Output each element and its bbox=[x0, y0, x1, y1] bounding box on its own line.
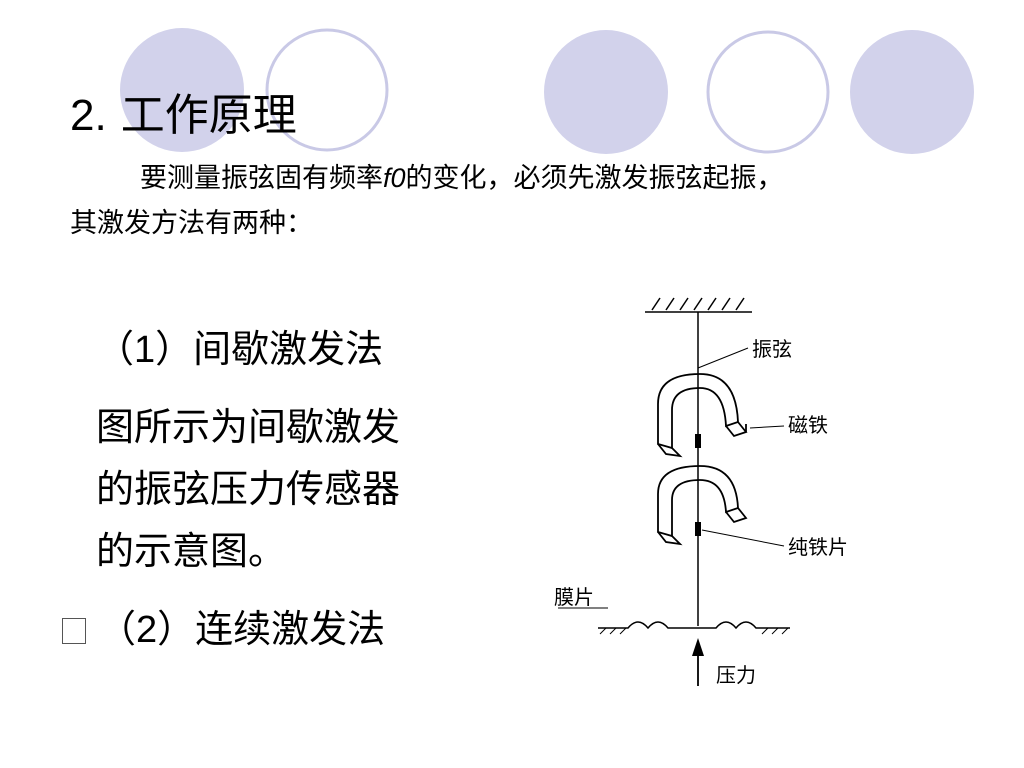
description-line-2: 的振弦压力传感器 bbox=[96, 467, 401, 511]
iron-piece-upper bbox=[695, 434, 701, 448]
method-2-heading: （2）连续激发法 bbox=[62, 602, 385, 657]
leader-lines bbox=[558, 347, 785, 609]
label-membrane: 膜片 bbox=[554, 585, 594, 609]
pressure-arrow-icon bbox=[692, 638, 704, 686]
label-string: 振弦 bbox=[752, 337, 792, 361]
title-text: 工作原理 bbox=[120, 90, 297, 141]
intro-paragraph: 要测量振弦固有频率f0的变化，必须先激发振弦起振， 其激发方法有两种： bbox=[70, 156, 990, 246]
circle-outline-2 bbox=[706, 30, 830, 154]
bullet-box-icon bbox=[62, 618, 86, 644]
circle-filled-2 bbox=[544, 30, 668, 154]
description-line-3: 的示意图。 bbox=[96, 529, 287, 573]
frequency-symbol: f0 bbox=[383, 163, 406, 193]
decorative-circles bbox=[120, 28, 974, 154]
intro-line-1: 要测量振弦固有频率f0的变化，必须先激发振弦起振， bbox=[140, 163, 784, 194]
label-pressure: 压力 bbox=[716, 663, 756, 687]
intro-line-2: 其激发方法有两种： bbox=[70, 208, 313, 239]
method-1-heading: （1）间歇激发法 bbox=[96, 327, 384, 371]
description-line-1: 图所示为间歇激发 bbox=[96, 405, 401, 449]
fixed-support bbox=[645, 297, 752, 313]
label-iron: 纯铁片 bbox=[788, 535, 848, 559]
label-magnet: 磁铁 bbox=[788, 413, 828, 437]
title-number: 2. bbox=[70, 91, 107, 140]
membrane bbox=[598, 621, 790, 630]
membrane-hatch bbox=[599, 627, 789, 635]
method-1-description: 图所示为间歇激发 的振弦压力传感器 的示意图。 bbox=[96, 396, 400, 582]
circle-filled-3 bbox=[850, 30, 974, 154]
sensor-diagram: 振弦 磁铁 纯铁片 膜片 压力 bbox=[554, 297, 848, 687]
magnet-upper bbox=[657, 373, 748, 458]
magnet-lower bbox=[657, 465, 748, 546]
circle-filled-1 bbox=[120, 28, 244, 152]
slide-title: 2. 工作原理 bbox=[70, 88, 297, 144]
circle-outline-1 bbox=[265, 28, 389, 152]
iron-piece-lower bbox=[695, 522, 701, 536]
